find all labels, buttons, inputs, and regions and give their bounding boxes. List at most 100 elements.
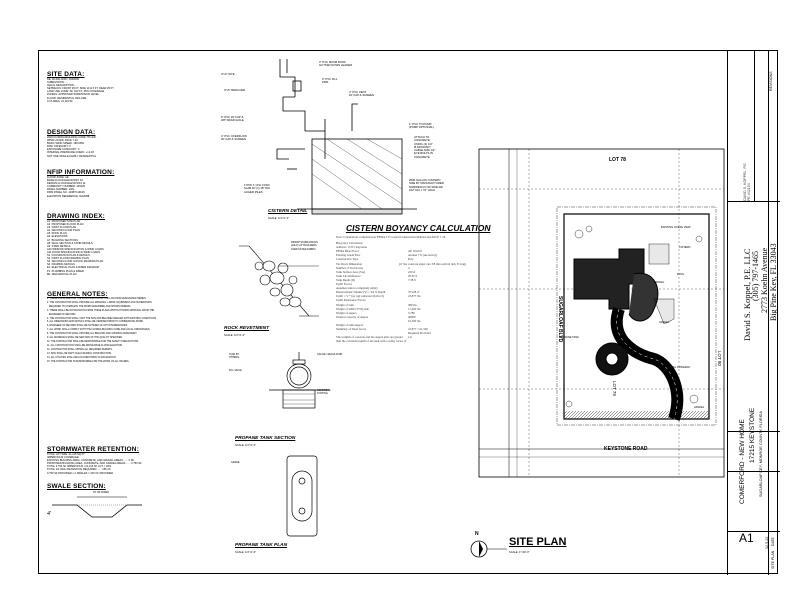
- callout-slab: 170'W X 13'H CONC SLAB W/ (4) 18" DIA AU…: [244, 183, 270, 194]
- calc-value: 20.67 ft: [408, 273, 418, 278]
- design-data-line: BASIC WIND SPEED: 180 MPH: [47, 142, 85, 146]
- date-value: 12-5-22: [765, 536, 769, 549]
- nfip-line: DESIGN FLOOD ELEVATION: 11: [47, 182, 86, 186]
- stormwater-line: TOTAL 1/2 INCH RETENTION REQUIRED ......…: [47, 468, 111, 472]
- calc-label: Assumes tank is completely empty: [336, 286, 378, 291]
- general-notes-line: 12. CONTRACTOR SHALL OBTAIN ALL REQUIRED…: [47, 348, 113, 351]
- calc-value: 40000: [408, 314, 416, 319]
- engineer-phone: (305) 797-1465: [751, 251, 760, 301]
- title-block-seal: [728, 431, 780, 472]
- lot-80-label: LOT 80: [717, 351, 722, 366]
- cistern-calc-block: Note: Calculations completed per FEMA TV…: [336, 235, 466, 343]
- callout-pump: 1" PVC TO PUMP (PUMP OPTIONAL): [409, 122, 434, 130]
- drawing-index-line: A9 STAIR DETAILS: [47, 244, 71, 248]
- stormwater-line: PROPOSED BUILDING AREA, CONCRETE, AND GR…: [47, 462, 142, 466]
- calc-label: The weights of concrete and the augers p…: [336, 335, 407, 344]
- calc-value: Required Provided: [408, 331, 431, 336]
- calc-label: Weight of tank support: [336, 322, 364, 327]
- calc-label: Number of Tie Downs: [336, 265, 363, 270]
- site-data-line: SETBACKS: FRONT 25 FT, SIDE 10 & 5 FT, R…: [47, 87, 114, 91]
- drawing-index-line: A1 PROPOSED SITE PLAN: [47, 220, 81, 223]
- sheet-number: A1: [739, 531, 754, 545]
- calc-row: Tank Circumference 20.67 ft: [336, 274, 466, 278]
- calc-row: Tie Down Dimension(4" the concrete anger…: [336, 262, 466, 266]
- calc-value: Avenue 7 ft (see survey): [408, 253, 438, 258]
- callout-riprap: RIPRAP STABILIZATION AVE 8"-24" BOULDERS…: [291, 241, 318, 251]
- stormwater-line: 3,750 SF PROVIDED x 2 SWALES = 315 CF PR…: [47, 471, 114, 475]
- lot-79-label: LOT 79: [612, 381, 617, 396]
- design-data-line: RISK CATEGORY: II: [47, 145, 71, 149]
- calc-label: Weight of tank: [336, 302, 354, 307]
- general-notes-line: 2. THE CONTRACTOR SHALL PROVIDE ALL MATE…: [47, 301, 152, 304]
- calc-row: Tank Depth (D)7.38 ft: [336, 278, 466, 282]
- drawing-index-line: A10 WINDOW SPECIFICATION & WIND LOADS: [47, 247, 104, 251]
- calc-label: Address: 17215 Keystone: [336, 245, 367, 250]
- site-data-line: SUBDIVISION: ...: [47, 81, 68, 85]
- calc-label: Tank Circumference: [336, 273, 361, 278]
- calc-row: Existing Grade Elev Avenue 7 ft (see surv…: [336, 253, 466, 257]
- site-data-line: FLOOD: RESIDENTIAL INCLUDE: [47, 96, 87, 100]
- site-data-line: LAND USE CODE: SF 7&V FT, 35% COVERAGE: [47, 90, 105, 94]
- calc-label: Weight of 2000 (3750) slab: [336, 306, 369, 311]
- calc-row: Uplift Resistance Forces: [336, 298, 466, 302]
- site-plan-drawing: [478, 148, 725, 478]
- design-data-line: WIND LOADS: ASCE 7-16: [47, 139, 78, 143]
- drawing-index-line: A2 PROPOSED FLOOR PLAN: [47, 223, 84, 227]
- site-label-pool: POOL: [677, 273, 685, 276]
- calc-label: Tank Surface Area (SA): [336, 269, 365, 274]
- drawing-index-line: S2 FIRST FLOOR FRAMING PLAN: [47, 257, 89, 261]
- lot-78-label: LOT 78: [609, 157, 626, 163]
- calc-label: Tie Down Dimension: [336, 261, 362, 266]
- title-block-project: [728, 201, 780, 432]
- nfip-line: ELEVATION REFERENCE: NAVD88: [47, 194, 90, 198]
- cistern-detail-scale: SCALE: 1/4"=1'-0": [268, 217, 290, 220]
- callout-pvc-fill: 3" PVC FILL PIPE: [322, 77, 338, 85]
- calc-row: Buoyancy Calculation: [336, 241, 466, 245]
- drawing-index-line: M1 MECHANICAL PLAN: [47, 272, 77, 276]
- design-data-block: DESIGN DATA: 2020 FLORIDA BUILDING CODE …: [47, 129, 212, 158]
- general-notes-line: 10. THE CONTRACTOR SHALL BE RESPONSIBLE …: [47, 340, 139, 343]
- design-data-line: EXPOSURE CATEGORY: C: [47, 148, 80, 152]
- stormwater-line: TOTAL 3,750 SF IMPERVIOUS / 21,115 SF LO…: [47, 465, 112, 469]
- general-notes-line: 7. ALL WORK SHALL COMPLY WITH THE FLORID…: [47, 329, 151, 332]
- north-label: N: [475, 531, 479, 537]
- swale-width-label: 25' OR WIDER: [93, 491, 109, 494]
- revisions-label: REVISIONS: [769, 71, 773, 91]
- swale-block: SWALE SECTION: 4' 25' OR WIDER: [47, 483, 212, 518]
- site-label-cistern: CISTERN: [679, 246, 691, 249]
- general-notes-line: 14. ALL UTILITIES SHALL BE LOCATED PRIOR…: [47, 356, 117, 359]
- general-notes-line: 8. THE CONTRACTOR SHALL PROVIDE ALL BRAC…: [47, 333, 138, 336]
- general-notes-line: 3. THERE SHALL BE NO DEVIATION FROM THES…: [47, 309, 155, 312]
- rock-revetment-caption: ROCK REVETMENT: [224, 326, 270, 331]
- calc-value: 4: [408, 265, 410, 270]
- drawing-index-line: P1 PLUMBING PLAN & RISER: [47, 269, 84, 273]
- keystone-road-label: KEYSTONE ROAD: [604, 446, 648, 452]
- design-data-lines: 2020 FLORIDA BUILDING CODE 7TH ED.WIND L…: [47, 136, 212, 158]
- design-data-line: NOT USE SINGLE FAMILY RESIDENTIAL: [47, 154, 97, 158]
- stormwater-line: TOTAL LOT SIZE: 21,115 SQ FT: [47, 453, 85, 456]
- general-notes-lines: 1. THESE PLANS ARE FOR THE CONSTRUCTION …: [47, 298, 212, 364]
- callout-vent: 4" PVC VENT W/ CAP & SCREEN: [349, 90, 374, 98]
- callout-tank: TANK BY OTHERS: [229, 353, 240, 360]
- calc-row: 61,560 lbs: [336, 319, 466, 323]
- calc-label: Existing Grade Elev: [336, 253, 361, 258]
- site-label-propane: PROPANE TANK: [559, 336, 579, 339]
- propane-section-scale: SCALE: 1/4"=1'-0": [235, 444, 257, 447]
- calc-row: Uplift = V * (sp wgt saltwater (64 lb/cf…: [336, 294, 466, 298]
- swale-title: SWALE SECTION:: [47, 483, 106, 490]
- callout-fill-valve: FILL VALVE: [229, 369, 242, 372]
- nfip-line: FIRM PANEL NO. 12087C1461K: [47, 191, 85, 195]
- calc-value: 23,877 lbs: [408, 294, 421, 299]
- cistern-calc-title: CISTERN BOYANCY CALCULATION: [346, 223, 491, 233]
- calc-value: AE 10.00 ft: [408, 249, 423, 254]
- swale-section-drawing: 4': [47, 496, 142, 518]
- general-notes-line: 9. ALL MATERIALS SHALL BE NEW AND OF THE…: [47, 337, 123, 340]
- nfip-line: COMMUNITY NUMBER: 125129: [47, 185, 86, 189]
